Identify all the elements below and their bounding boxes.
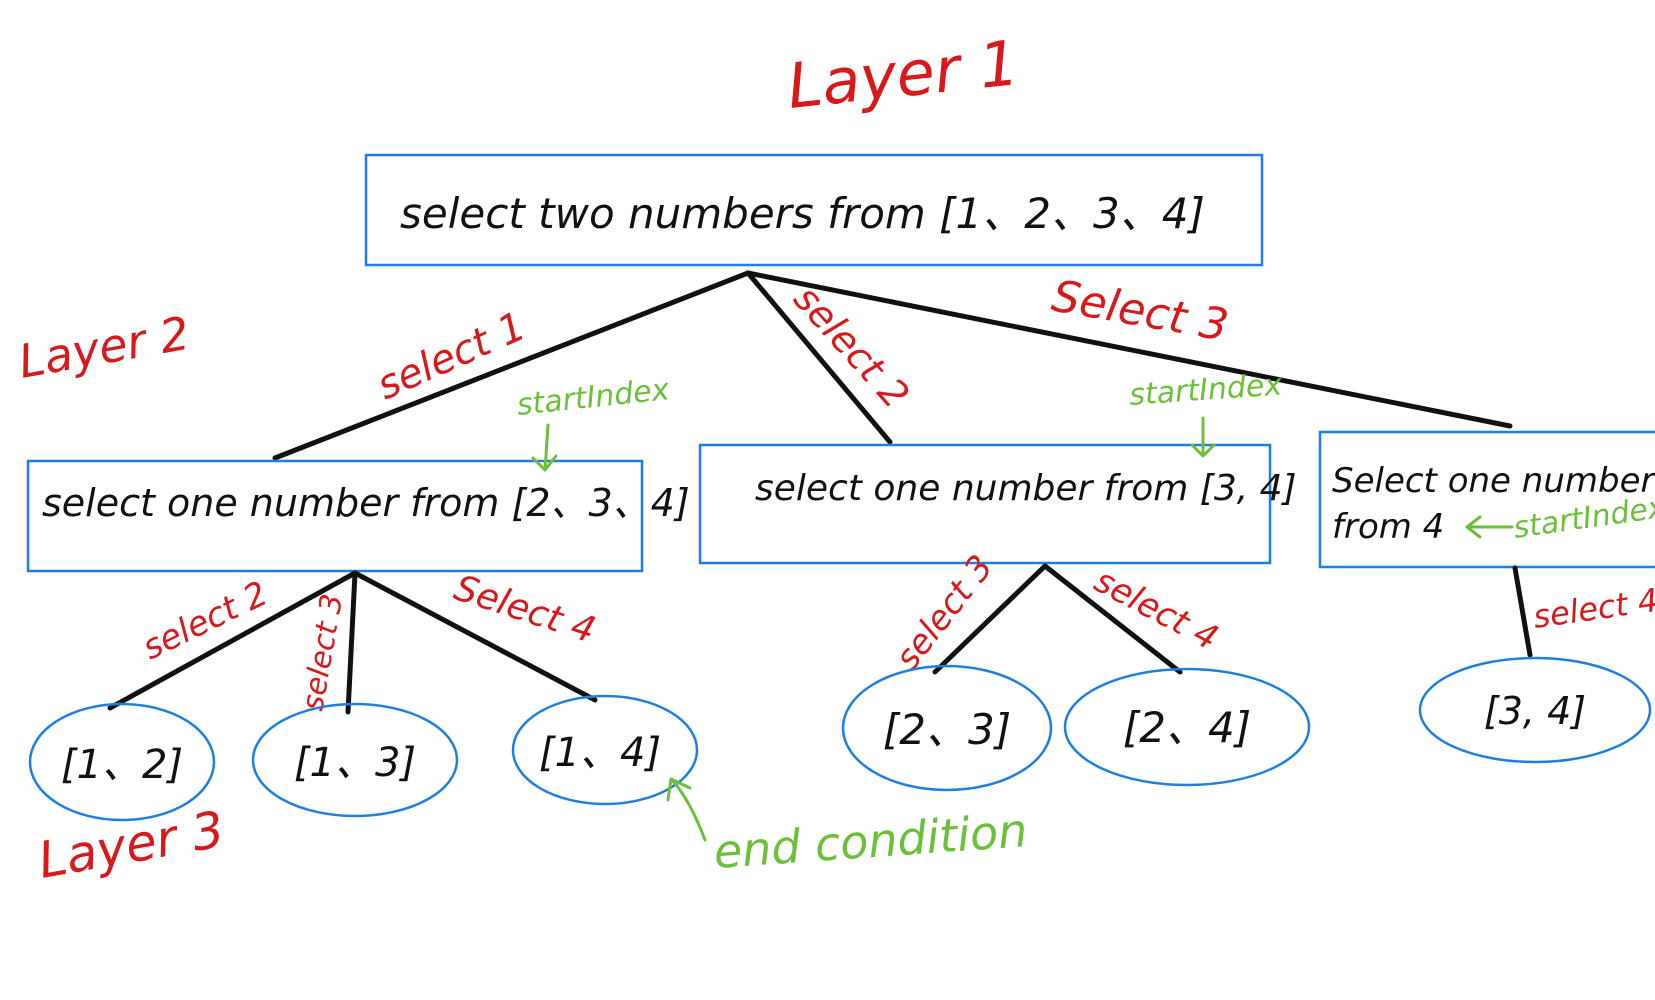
- edge-label-b-select-3: select 3: [888, 548, 1002, 678]
- edge-label-c-select-4: select 4: [1531, 581, 1655, 636]
- layer-2-label: Layer 2: [15, 306, 194, 389]
- edge-label-b-select-4: select 4: [1088, 561, 1225, 659]
- edge-root-to-c: [745, 270, 1513, 429]
- edge-a-to-14: [352, 570, 598, 703]
- node-b-box: [698, 443, 1272, 565]
- start-index-arrow-a: [531, 423, 558, 472]
- node-a-text: select one number from [2、3、4]: [42, 481, 690, 525]
- layer-1-label: Layer 1: [784, 26, 1022, 123]
- edge-root-to-b: [745, 270, 893, 445]
- edge-label-a-select-3: select 3: [295, 591, 350, 713]
- edge-b-to-24: [1042, 563, 1183, 675]
- leaf-2-3-ellipse: [841, 664, 1053, 792]
- edge-a-to-13: [345, 570, 358, 715]
- node-c-text-line2: from 4: [1332, 507, 1444, 547]
- edge-a-to-12: [107, 570, 358, 711]
- leaf-2-3-text: [2、3]: [883, 705, 1011, 754]
- edge-label-select-1: select 1: [370, 303, 532, 409]
- leaf-1-2-text: [1、2]: [61, 742, 183, 788]
- node-b-text: select one number from [3, 4]: [755, 468, 1297, 509]
- leaf-1-4-text: [1、4]: [539, 730, 661, 776]
- root-node-text: select two numbers from [1、2、3、4]: [400, 189, 1205, 238]
- start-index-arrow-c: [1465, 515, 1514, 539]
- leaf-1-3-ellipse: [251, 702, 459, 818]
- edge-b-to-23: [932, 563, 1048, 675]
- node-c-box: [1318, 430, 1655, 569]
- node-c-text-line1: Select one number: [1332, 461, 1655, 501]
- edge-label-a-select-4: Select 4: [449, 568, 600, 652]
- layer-3-label: Layer 3: [34, 800, 228, 890]
- edge-root-to-a: [272, 270, 751, 461]
- leaf-1-4-ellipse: [511, 694, 699, 806]
- start-index-label-b: startIndex: [1128, 367, 1283, 413]
- leaf-3-4-text: [3, 4]: [1484, 689, 1586, 733]
- end-condition-arrow: [666, 777, 707, 842]
- leaf-2-4-text: [2、4]: [1123, 703, 1251, 752]
- root-node-box: [364, 153, 1264, 267]
- leaf-1-3-text: [1、3]: [294, 740, 416, 786]
- end-condition-label: end condition: [712, 803, 1029, 879]
- leaf-2-4-ellipse: [1063, 667, 1311, 787]
- leaf-3-4-ellipse: [1418, 656, 1652, 764]
- node-a-box: [26, 459, 644, 573]
- start-index-arrow-b: [1190, 416, 1216, 458]
- edge-c-to-34: [1512, 565, 1533, 658]
- leaf-1-2-ellipse: [28, 702, 216, 822]
- start-index-label-a: startIndex: [515, 372, 671, 423]
